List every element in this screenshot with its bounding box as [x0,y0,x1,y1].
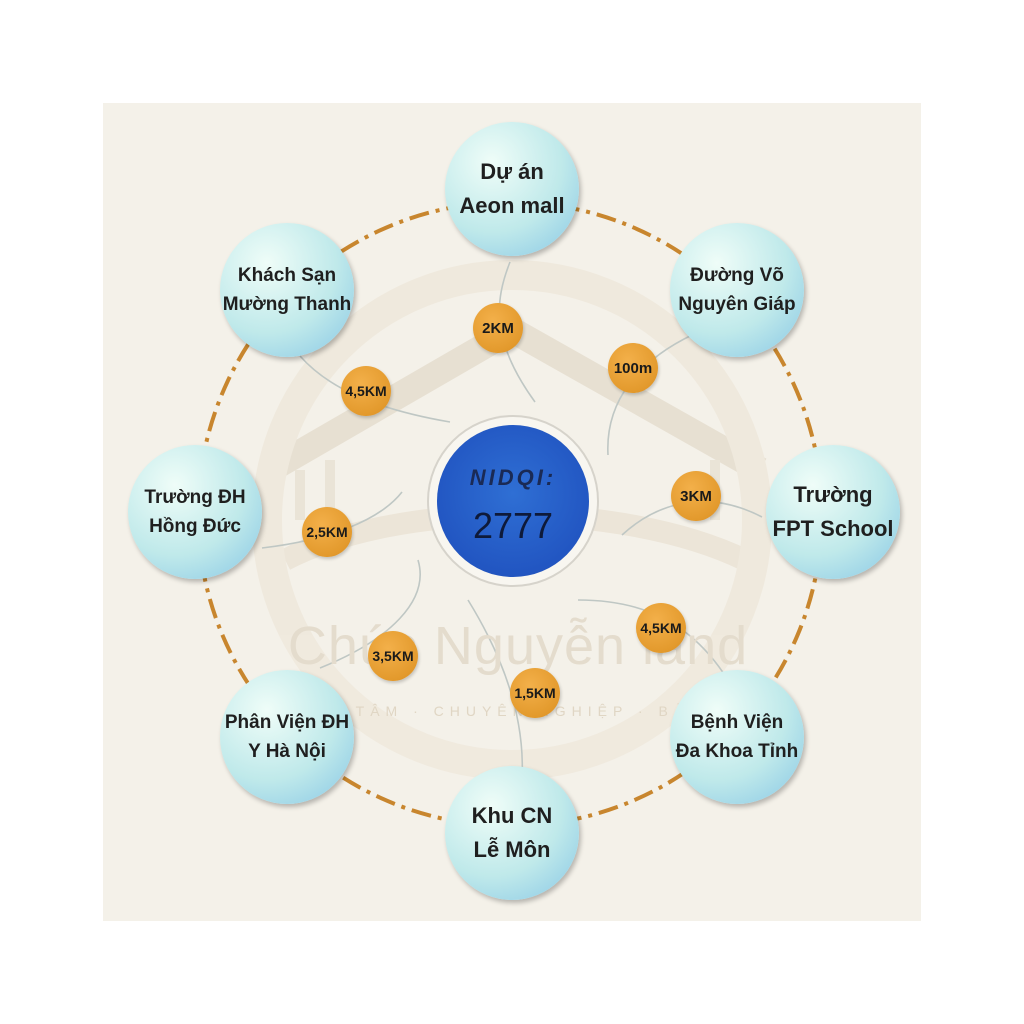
distance-label: 4,5KM [345,383,387,399]
node-fpt-school: Trường FPT School [766,445,900,579]
node-muong-thanh: Khách Sạn Mường Thanh [220,223,354,357]
distance-label: 4,5KM [640,620,682,636]
node-label: Bệnh Viện Đa Khoa Tỉnh [675,712,799,762]
node-label: Đường Võ Nguyên Giáp [678,265,796,315]
distance-label: 2,5KM [306,524,348,540]
distance-label: 3KM [680,487,712,505]
center-number: 2777 [472,505,554,546]
distance-badge: 4,5KM [636,603,686,653]
distance-badge: 100m [608,343,658,393]
node-phan-vien: Phân Viện ĐH Y Hà Nội [220,670,354,804]
distance-label: 2KM [482,319,514,337]
node-benh-vien: Bệnh Viện Đa Khoa Tỉnh [670,670,804,804]
distance-label: 100m [613,359,653,377]
distance-badge: 2KM [473,303,523,353]
node-label: Dự án Aeon mall [459,159,565,218]
watermark-brand: Chúc Nguyễn land [287,616,749,676]
center-hub: NIDQI: 2777 [437,425,589,577]
node-aeon-mall: Dự án Aeon mall [445,122,579,256]
distance-label: 1,5KM [514,685,556,701]
distance-badge: 3KM [671,471,721,521]
node-khu-cn: Khu CN Lễ Môn [445,766,579,900]
node-label: Trường ĐH Hồng Đức [144,487,246,537]
distance-badge: 3,5KM [368,631,418,681]
node-hong-duc: Trường ĐH Hồng Đức [128,445,262,579]
node-label: Khu CN Lễ Môn [471,803,553,862]
distance-badge: 2,5KM [302,507,352,557]
distance-label: 3,5KM [372,648,414,664]
center-label: NIDQI: [469,465,557,490]
distance-badge: 4,5KM [341,366,391,416]
node-vo-nguyen-giap: Đường Võ Nguyên Giáp [670,223,804,357]
node-label: Khách Sạn Mường Thanh [222,265,352,315]
node-label: Trường FPT School [772,482,894,541]
distance-badge: 1,5KM [510,668,560,718]
node-label: Phân Viện ĐH Y Hà Nội [224,712,350,762]
